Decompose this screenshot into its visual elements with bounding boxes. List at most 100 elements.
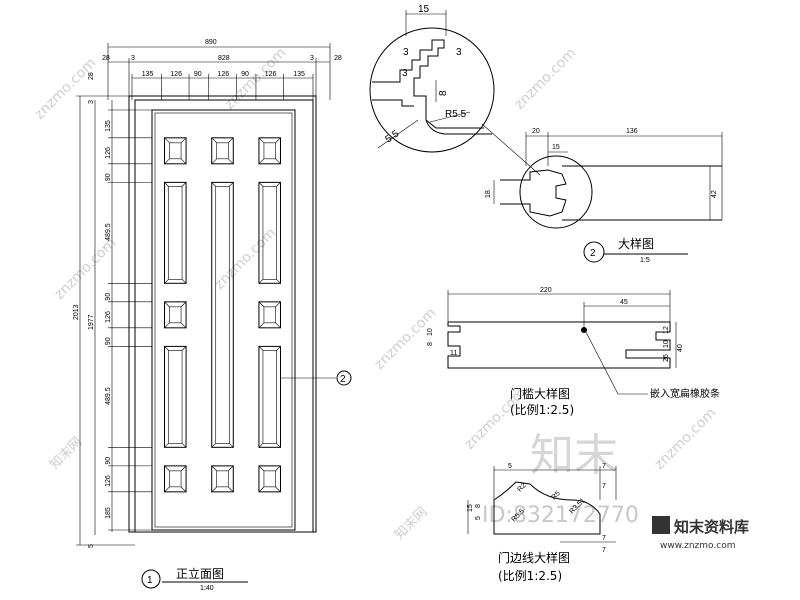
dim-top-column: 135 (293, 71, 305, 78)
elevation-title: 正立面图 (176, 566, 224, 581)
watermark-text: znzmo.com (652, 405, 720, 473)
dim-18: 18 (485, 190, 492, 198)
watermark-text: znzmo.com (372, 305, 440, 373)
dim-45: 45 (620, 299, 628, 306)
dim-3-right: 3 (310, 55, 314, 62)
dim-left-row: 489.5 (105, 387, 112, 405)
callout-marker (336, 370, 352, 386)
logo-url: www.znzmo.com (660, 541, 735, 551)
dim-total-height: 2013 (73, 304, 80, 320)
dim-left-row: 185 (105, 507, 112, 519)
dim-3a: 3 (403, 47, 409, 58)
door-panel (164, 181, 187, 284)
watermark-text: znzmo.com (512, 45, 580, 113)
dim-12: 12 (663, 326, 670, 334)
dim-10: 10 (427, 328, 434, 336)
trim-dim-8: 8 (475, 504, 482, 508)
dim-top-28: 28 (88, 72, 95, 80)
view-number-2: 2 (590, 248, 596, 259)
dim-left-row: 126 (105, 311, 112, 323)
plank-title: 门槛大样图 (510, 386, 570, 401)
door-panel (164, 345, 187, 448)
dim-left-row: 90 (105, 337, 112, 345)
door-panel (258, 181, 281, 284)
dim-26: 26 (663, 354, 670, 362)
section-plank: 220 45 10 8 11 12 10 26 40 嵌入宽扁橡胶条 门槛大样图… (427, 287, 720, 417)
watermark-text: znzmo.com (222, 45, 290, 113)
dim-15: 15 (552, 144, 560, 151)
dim-side-right: 28 (334, 55, 342, 62)
dim-8: 8 (438, 90, 449, 96)
trim-dim-15: 15 (467, 504, 474, 512)
dim-8: 8 (427, 342, 434, 346)
rubber-strip-note: 嵌入宽扁橡胶条 (650, 387, 720, 400)
view-marker (141, 569, 161, 589)
door-panel (211, 465, 234, 493)
dim-left-row: 489.5 (105, 223, 112, 241)
section-trim: 5 7 7 15 8 5 R2 R5 R5.5 R3.51 7 7 门边线大样图… (467, 463, 617, 583)
door-panels (164, 137, 281, 493)
dim-top-column: 135 (142, 71, 154, 78)
dim-top-column: 126 (170, 71, 182, 78)
trim-title: 门边线大样图 (498, 550, 570, 565)
watermark-text: znzmo.com (212, 225, 280, 293)
rubber-strip-dot (581, 327, 587, 333)
door-panel (211, 181, 234, 448)
trim-dim-7d: 7 (602, 547, 606, 554)
trim-dim-5b: 5 (475, 516, 482, 520)
watermark-id: ID:832172770 (482, 503, 639, 528)
dim-left-row: 126 (105, 147, 112, 159)
trim-dim-7a: 7 (602, 463, 606, 470)
watermark-text: 知末网 (47, 434, 86, 473)
view-number: 1 (147, 575, 153, 586)
dim-left-row: 135 (105, 120, 112, 132)
watermark-text: znzmo.com (52, 235, 120, 303)
dim-left-row: 90 (105, 457, 112, 465)
elevation-scale: 1:40 (200, 585, 214, 592)
dim-20: 20 (532, 128, 540, 135)
dim-top-column: 90 (194, 71, 202, 78)
dim-r55: R5.5 (445, 109, 467, 120)
dim-inner-width: 828 (218, 55, 230, 62)
dim-top-column: 126 (265, 71, 277, 78)
logo-icon (652, 516, 670, 534)
dim-left-row: 126 (105, 475, 112, 487)
dim-top-column: 90 (241, 71, 249, 78)
dim-total-width: 890 (205, 39, 217, 46)
detail2-scale: 1:5 (640, 257, 650, 264)
trim-dim-7b: 7 (602, 483, 606, 490)
view-marker-2 (583, 241, 605, 263)
detail-circle: 15 3 3 3 8 R5.5 5.5 (369, 4, 541, 176)
dim-136: 136 (626, 128, 638, 135)
dim-11: 11 (450, 350, 457, 357)
dim-42: 42 (711, 190, 718, 198)
dim-40: 40 (677, 344, 684, 352)
door-panel (258, 345, 281, 448)
trim-r5: R5 (550, 490, 561, 501)
dim-top-3: 3 (88, 100, 95, 104)
dim-left-row: 90 (105, 293, 112, 301)
dim-3-left: 3 (131, 55, 135, 62)
dim-3c: 3 (402, 68, 408, 79)
dim-inner-height: 1977 (88, 314, 95, 330)
door-panel (258, 137, 281, 165)
watermark-logo: 知末资料库 www.znzmo.com (648, 510, 794, 552)
detail2-title: 大样图 (618, 236, 654, 251)
logo-text: 知末资料库 (674, 518, 749, 536)
dim-15: 15 (418, 4, 430, 15)
detail-2: 20 136 15 18 42 2 大样图 1:5 (485, 128, 723, 264)
plank-scale: (比例1:2.5) (510, 403, 574, 417)
door-panel (164, 465, 187, 493)
dim-10b: 10 (663, 340, 670, 348)
dim-bottom-5: 5 (88, 544, 95, 548)
trim-dim-7c: 7 (602, 535, 606, 542)
door-panel (258, 301, 281, 329)
door-panel (164, 137, 187, 165)
door-panel (211, 137, 234, 165)
dim-side-left: 28 (102, 55, 110, 62)
dim-3b: 3 (456, 47, 462, 58)
trim-r2: R2 (516, 482, 527, 493)
trim-scale: (比例1:2.5) (498, 569, 562, 583)
door-panel (164, 301, 187, 329)
